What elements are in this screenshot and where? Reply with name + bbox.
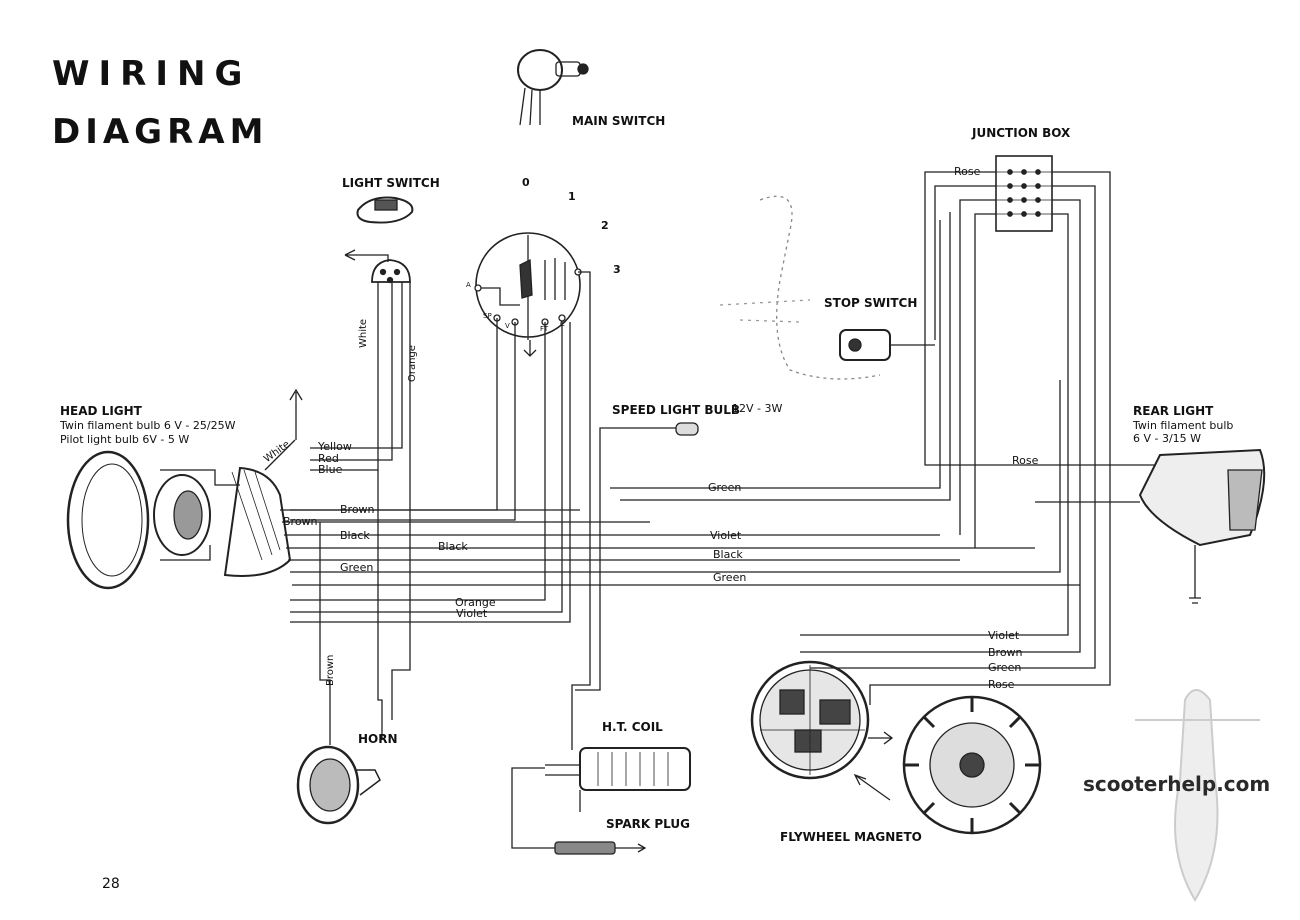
brake-pedal-outline	[759, 195, 881, 380]
wire-label-orange-vertical: Orange	[407, 345, 418, 382]
wire-label-brown-2: Brown	[283, 515, 318, 528]
spark-plug-drawing	[554, 841, 647, 855]
wire-label-blue: Blue	[318, 463, 343, 476]
main-switch-drawing	[517, 49, 589, 126]
wire-label-black-1: Black	[340, 529, 370, 542]
ht-coil-label: H.T. COIL	[602, 720, 663, 734]
wire-label-black-mid: Black	[713, 548, 743, 561]
junction-box-drawing	[995, 155, 1053, 232]
switch-position-2: 2	[601, 219, 609, 232]
terminal-ft: FT	[540, 325, 549, 333]
light-switch-drawing	[356, 196, 414, 224]
watermark-scooter	[1135, 689, 1260, 902]
speed-light-bulb-drawing	[575, 422, 699, 691]
junction-box-label: JUNCTION BOX	[972, 126, 1071, 140]
spark-plug-label: SPARK PLUG	[606, 817, 690, 831]
wire-label-brown-horn: Brown	[325, 654, 336, 686]
up-arrow-icon	[289, 388, 303, 440]
rear-light-note-2: 6 V - 3/15 W	[1133, 432, 1202, 445]
wire-label-black-2: Black	[438, 540, 468, 553]
stop-switch-drawing	[839, 329, 935, 361]
diagram-title-line2: DIAGRAM	[52, 112, 269, 152]
wire-label-yellow: Yellow	[318, 440, 352, 453]
white-lead	[264, 439, 296, 471]
rear-light-label: REAR LIGHT	[1133, 404, 1214, 418]
arrow-icon	[868, 731, 894, 745]
wire-label-red: Red	[318, 452, 339, 465]
switch-position-0: 0	[522, 176, 530, 189]
wire-label-violet: Violet	[456, 607, 488, 620]
terminal-a: A	[466, 281, 471, 289]
head-light-note-2: Pilot light bulb 6V - 5 W	[60, 433, 190, 446]
main-switch-label: MAIN SWITCH	[572, 114, 666, 128]
main-switch-contact-diagram	[474, 232, 582, 357]
arrow-icon	[853, 773, 891, 801]
diagram-title-line1: WIRING	[52, 54, 252, 94]
switch-position-1: 1	[568, 190, 576, 203]
wire-label-green-low: Green	[713, 571, 747, 584]
wire-label-magneto-violet: Violet	[988, 629, 1020, 642]
terminal-v: V	[505, 322, 510, 330]
wire-label-green-mid: Green	[708, 481, 742, 494]
stop-switch-label: STOP SWITCH	[824, 296, 918, 310]
light-switch-lead	[345, 254, 389, 262]
watermark-text: scooterhelp.com	[1083, 772, 1271, 796]
headlight-drawing	[66, 450, 292, 590]
head-light-note-1: Twin filament bulb 6 V - 25/25W	[60, 419, 236, 432]
arrow-icon	[344, 249, 356, 261]
rear-light-drawing	[1138, 448, 1266, 604]
speed-light-bulb-label: SPEED LIGHT BULB	[612, 403, 741, 417]
ht-coil-drawing	[511, 747, 691, 849]
wire-label-rose-junction: Rose	[954, 165, 981, 178]
wire-label-brown-1: Brown	[340, 503, 375, 516]
wire-label-green-1: Green	[340, 561, 374, 574]
horn-label: HORN	[358, 732, 398, 746]
rear-light-note-1: Twin filament bulb	[1133, 419, 1234, 432]
head-light-label: HEAD LIGHT	[60, 404, 142, 418]
speed-light-rating: 12V - 3W	[732, 402, 783, 415]
wire-label-orange: Orange	[455, 596, 496, 609]
wire-label-rose-rear: Rose	[1012, 454, 1039, 467]
wire-label-violet-mid: Violet	[710, 529, 742, 542]
light-switch-connector	[371, 259, 411, 284]
flywheel-magneto-label: FLYWHEEL MAGNETO	[780, 830, 922, 844]
wire-label-magneto-brown: Brown	[988, 646, 1023, 659]
wire-label-magneto-green: Green	[988, 661, 1022, 674]
light-switch-label: LIGHT SWITCH	[342, 176, 440, 190]
terminal-c: C	[560, 320, 565, 328]
terminal-sp: SP	[483, 312, 492, 320]
flywheel-drawing	[902, 695, 1042, 835]
wire-label-magneto-rose: Rose	[988, 678, 1015, 691]
wire-label-white-vertical: White	[358, 318, 369, 348]
switch-position-3: 3	[613, 263, 621, 276]
page-number: 28	[102, 876, 120, 892]
horn-drawing	[296, 745, 381, 825]
magneto-stator-drawing	[750, 660, 870, 780]
